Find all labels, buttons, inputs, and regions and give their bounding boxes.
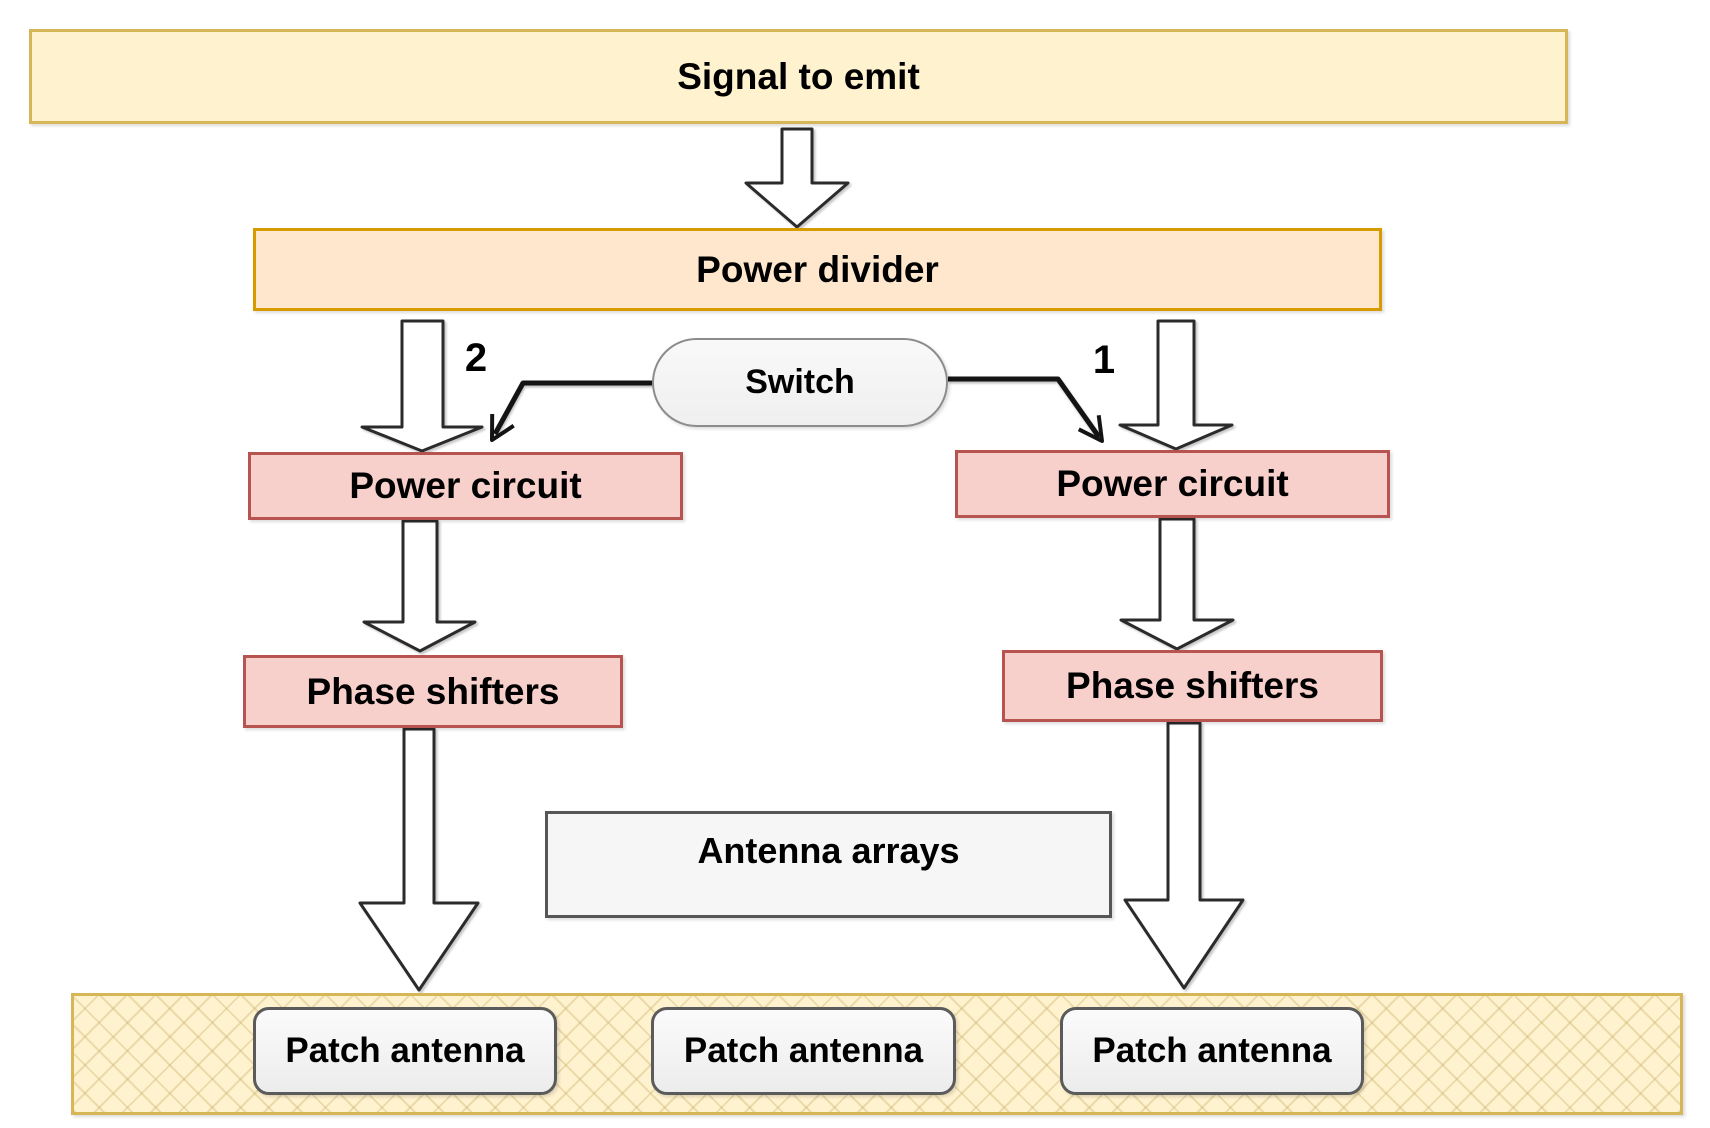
node-patch-antenna-1-label: Patch antenna — [285, 1031, 525, 1070]
node-signal-to-emit: Signal to emit — [29, 29, 1568, 124]
block-arrow-down-icon — [360, 319, 484, 453]
block-arrow-down-icon — [362, 519, 477, 653]
node-phase-shifters-left: Phase shifters — [243, 655, 623, 728]
block-arrow-down-icon — [1123, 721, 1245, 990]
node-antenna-arrays-label: Antenna arrays — [697, 830, 960, 871]
branch-label-2: 2 — [464, 336, 488, 380]
node-phase-shifters-right-label: Phase shifters — [1066, 665, 1319, 706]
node-patch-antenna-3-label: Patch antenna — [1092, 1031, 1332, 1070]
block-arrow-down-icon — [1118, 319, 1234, 451]
node-power-divider-label: Power divider — [696, 248, 939, 290]
node-power-divider: Power divider — [253, 228, 1382, 311]
node-signal-to-emit-label: Signal to emit — [677, 55, 920, 97]
node-phase-shifters-left-label: Phase shifters — [306, 670, 560, 712]
node-switch-label: Switch — [745, 363, 855, 401]
open-arrowhead-icon — [490, 413, 515, 442]
node-power-circuit-right: Power circuit — [955, 450, 1390, 518]
branch-label-1: 1 — [1092, 338, 1116, 382]
open-arrowhead-icon — [1077, 414, 1104, 443]
switch-left-connector-line — [492, 380, 652, 436]
node-power-circuit-left: Power circuit — [248, 452, 683, 520]
node-patch-antenna-2: Patch antenna — [651, 1007, 956, 1095]
node-phase-shifters-right: Phase shifters — [1002, 650, 1383, 722]
node-patch-antenna-3: Patch antenna — [1060, 1007, 1364, 1095]
node-patch-antenna-1: Patch antenna — [253, 1007, 557, 1095]
node-switch: Switch — [652, 338, 948, 427]
node-patch-antenna-2-label: Patch antenna — [683, 1031, 924, 1070]
switch-right-connector-line — [948, 376, 1102, 439]
node-antenna-arrays: Antenna arrays — [545, 811, 1112, 918]
node-power-circuit-right-label: Power circuit — [1056, 463, 1289, 504]
block-arrow-down-icon — [744, 127, 850, 229]
block-arrow-down-icon — [358, 727, 480, 992]
node-power-circuit-left-label: Power circuit — [349, 465, 582, 506]
block-arrow-down-icon — [1119, 517, 1235, 651]
